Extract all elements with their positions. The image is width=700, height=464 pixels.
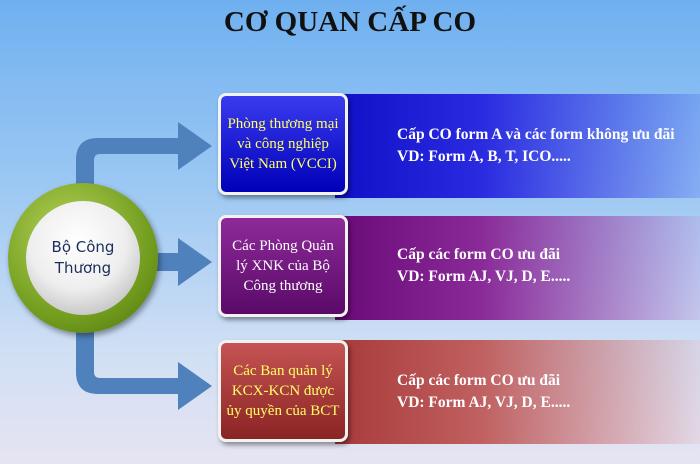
slide-title: CƠ QUAN CẤP CO	[223, 6, 477, 38]
box-line: Phòng thương mại	[227, 116, 339, 132]
center-line: Bộ Công	[51, 238, 115, 256]
box-line: Công thương	[243, 278, 323, 294]
box-kcx: Các Ban quản lý KCX-KCN được ủy quyền của …	[218, 340, 348, 442]
desc-line: Cấp các form CO ưu đãi	[397, 372, 560, 389]
branch-band-vcci	[335, 94, 700, 198]
branch-band-xnk	[335, 216, 700, 320]
desc-line: VD: Form AJ, VJ, D, E.....	[397, 394, 571, 411]
arrow-to-vcci	[76, 122, 212, 200]
box-line: và công nghiệp	[237, 136, 329, 152]
box-line: ủy quyền của BCT	[226, 403, 340, 419]
center-line: Thương	[54, 259, 112, 277]
box-line: KCX-KCN được	[231, 383, 335, 399]
box-line: lý XNK của Bộ	[236, 258, 330, 274]
desc-line: VD: Form AJ, VJ, D, E.....	[397, 268, 571, 285]
box-xnk: Các Phòng Quản lý XNK của Bộ Công thương	[218, 215, 348, 317]
arrow-to-xnk	[150, 238, 212, 286]
box-line: Các Phòng Quản	[232, 238, 334, 254]
desc-line: VD: Form A, B, T, ICO.....	[397, 148, 571, 165]
desc-line: Cấp các form CO ưu đãi	[397, 246, 560, 263]
arrow-to-kcx	[76, 320, 212, 410]
box-line: Các Ban quản lý	[233, 363, 333, 379]
desc-line: Cấp CO form A và các form không ưu đãi	[397, 126, 675, 143]
box-line: Việt Nam (VCCI)	[229, 156, 337, 172]
branch-band-kcx	[335, 340, 700, 444]
